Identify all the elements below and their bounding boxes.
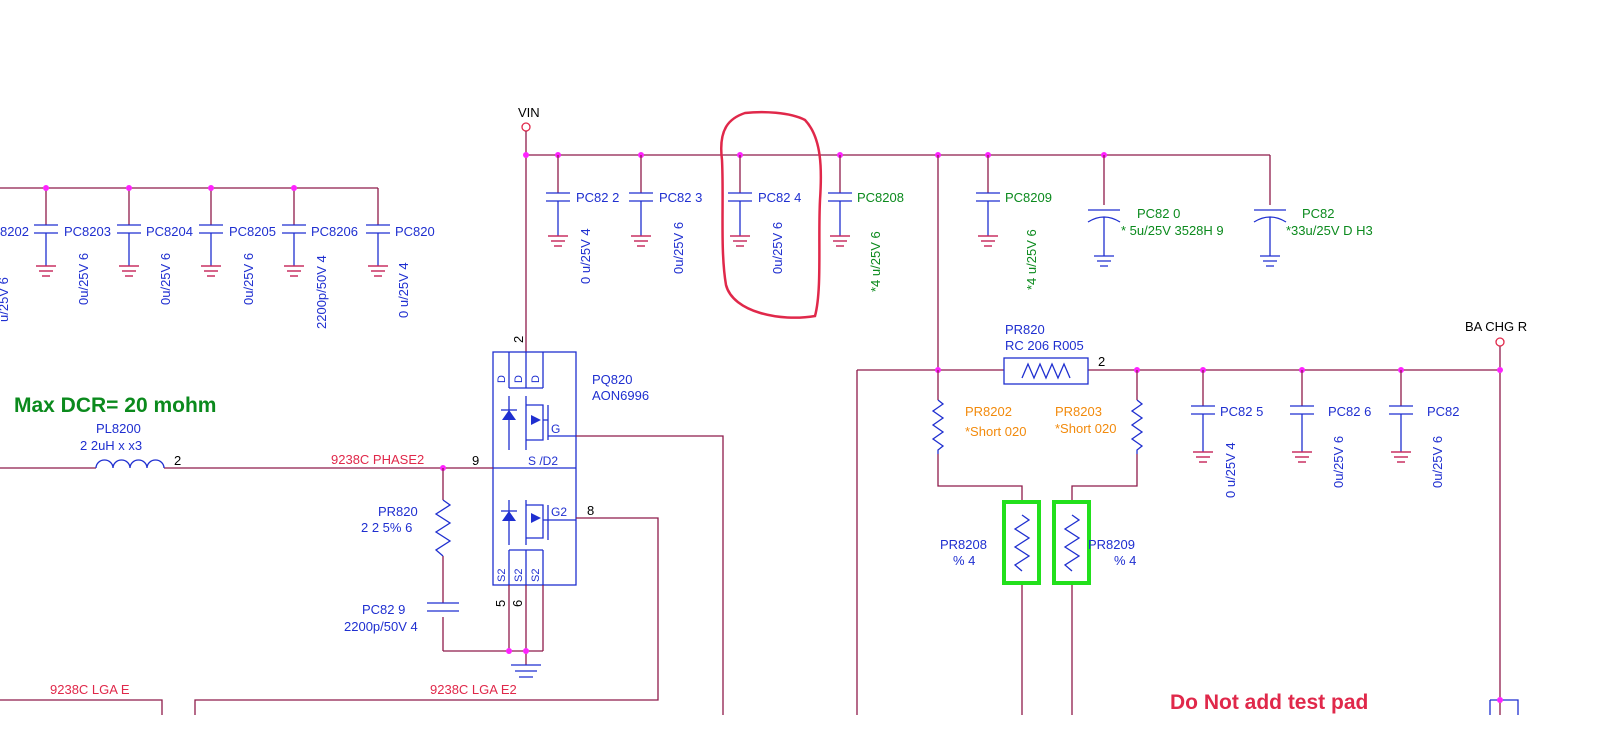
filter-r-ref-pr8208: PR8208 [940, 537, 987, 552]
batt-port [1495, 337, 1505, 347]
cap-val-pc82-3: 0u/25V 6 [671, 222, 686, 274]
cap-ref-pc82-2: PC82 2 [576, 190, 619, 205]
inductor-ref: PL8200 [96, 421, 141, 436]
test-pad-note: Do Not add test pad [1170, 691, 1368, 714]
mosfet-pin-s2c: S2 [530, 569, 542, 582]
pin-5: 5 [493, 600, 508, 607]
out-cap-val-pc82-5: 0 u/25V 4 [1223, 442, 1238, 498]
lgate1-net-label: 9238C LGA E [50, 682, 130, 697]
cap-val-pc8205: 0u/25V 6 [241, 253, 256, 305]
short-r-val-pr8202: *Short 020 [965, 424, 1026, 439]
lgate2-net-label: 9238C LGA E2 [430, 682, 517, 697]
cap-ref-8202: 8202 [0, 224, 29, 239]
cap-val-pc8208: *4 u/25V 6 [868, 231, 883, 292]
cap-ref-pc82-3: PC82 3 [659, 190, 702, 205]
mosfet-pin-d2: D [513, 375, 525, 383]
cap-val-pc82-4: 0u/25V 6 [770, 222, 785, 274]
pin-8: 8 [587, 503, 594, 518]
short-r-ref-pr8202: PR8202 [965, 404, 1012, 419]
cap-ref-pc8206: PC8206 [311, 224, 358, 239]
mosfet-sd2: S /D2 [528, 454, 558, 468]
cap-val-pc8209: *4 u/25V 6 [1024, 229, 1039, 290]
mosfet-pin-s2a: S2 [496, 569, 508, 582]
mosfet-part: AON6996 [592, 388, 649, 403]
short-r-val-pr8203: *Short 020 [1055, 421, 1116, 436]
cap-val-pc8206: 2200p/50V 4 [314, 255, 329, 329]
filter-r-val-pr8208: % 4 [953, 553, 975, 568]
pin-2-top: 2 [511, 336, 526, 343]
cap-val-pc82-0: * 5u/25V 3528H 9 [1121, 223, 1224, 238]
mosfet-gate2: G2 [551, 505, 567, 519]
cap-val-pc8203: 0u/25V 6 [76, 253, 91, 305]
mosfet-gate1: G [551, 422, 560, 436]
snubber-c-ref: PC82 9 [362, 602, 405, 617]
cap-ref-pc8208: PC8208 [857, 190, 904, 205]
pin-9: 9 [472, 453, 479, 468]
left-cap-bank: 8202 PC8203 PC8204 PC8205 PC8206 PC820 u… [0, 185, 435, 329]
sense-r-ref: PR820 [1005, 322, 1045, 337]
dcr-note: Max DCR= 20 mohm [14, 394, 216, 417]
filter-r-ref-pr8209: PR8209 [1088, 537, 1135, 552]
cap-val-pc82-bulk: *33u/25V D H3 [1286, 223, 1373, 238]
inductor-pin-2: 2 [174, 453, 181, 468]
cap-ref-pc8209: PC8209 [1005, 190, 1052, 205]
filter-r-val-pr8209: % 4 [1114, 553, 1136, 568]
mosfet-pin-d3: D [530, 375, 542, 383]
cap-ref-pc82-bulk: PC82 [1302, 206, 1335, 221]
short-r-ref-pr8203: PR8203 [1055, 404, 1102, 419]
vin-rail: VIN PC82 2 PC82 3 PC82 4 PC8208 PC8209 0… [518, 105, 1373, 352]
phase-net-label: 9238C PHASE2 [331, 452, 424, 467]
sense-r-pin-2: 2 [1098, 354, 1105, 369]
mosfet-pin-d1: D [496, 375, 508, 383]
markup-box-pr8208 [1002, 500, 1041, 585]
snubber-c-val: 2200p/50V 4 [344, 619, 418, 634]
out-cap-val-pc82: 0u/25V 6 [1430, 436, 1445, 488]
cap-ref-pc8204: PC8204 [146, 224, 193, 239]
cap-val-pc8204: 0u/25V 6 [158, 253, 173, 305]
current-sense: PR820 RC 206 R005 2 BA CHG R PR8202 *Sho… [856, 155, 1527, 715]
cap-val-pc82-2: 0 u/25V 4 [578, 228, 593, 284]
markup-box-pr8209 [1052, 500, 1091, 585]
mosfet-pq820: 2 D D D S2 S2 S2 G S /D2 G2 PQ820 AON699… [194, 336, 724, 715]
cap-ref-pc82-0: PC82 0 [1137, 206, 1180, 221]
mosfet-pin-s2b: S2 [513, 569, 525, 582]
out-cap-val-pc82-6: 0u/25V 6 [1331, 436, 1346, 488]
cap-ref-pc82-4: PC82 4 [758, 190, 801, 205]
pin-6: 6 [510, 600, 525, 607]
out-cap-ref-pc82-6: PC82 6 [1328, 404, 1371, 419]
vin-port [521, 122, 531, 132]
out-cap-ref-pc82-5: PC82 5 [1220, 404, 1263, 419]
phase-node: Max DCR= 20 mohm PL8200 2 2uH x x3 2 923… [0, 394, 517, 715]
sense-r-val: RC 206 R005 [1005, 338, 1084, 353]
cap-val-pc820: 0 u/25V 4 [396, 262, 411, 318]
cap-ref-pc820: PC820 [395, 224, 435, 239]
cap-val-8202: u/25V 6 [0, 277, 11, 322]
cap-ref-pc8203: PC8203 [64, 224, 111, 239]
vin-net-label: VIN [518, 105, 540, 120]
cap-ref-pc8205: PC8205 [229, 224, 276, 239]
inductor-val: 2 2uH x x3 [80, 438, 142, 453]
mosfet-ref: PQ820 [592, 372, 632, 387]
out-cap-ref-pc82: PC82 [1427, 404, 1460, 419]
batt-net-label: BA CHG R [1465, 319, 1527, 334]
snubber-r-ref: PR820 [378, 504, 418, 519]
snubber-r-val: 2 2 5% 6 [361, 520, 412, 535]
markup-circle [719, 110, 823, 319]
